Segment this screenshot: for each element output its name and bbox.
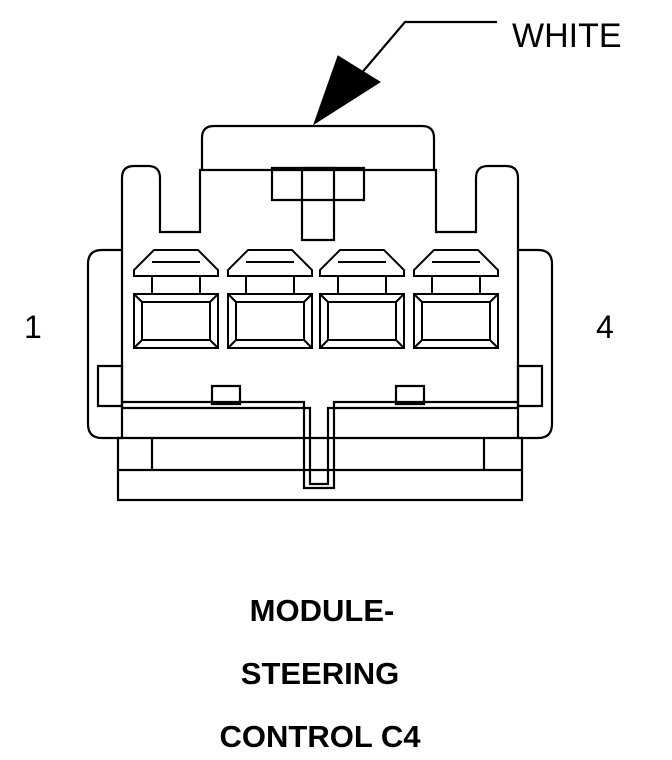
color-callout-leader bbox=[314, 20, 497, 124]
terminal-cavity bbox=[320, 250, 404, 348]
connector-title-line-1: MODULE- bbox=[250, 593, 395, 628]
bottom-rails bbox=[122, 386, 518, 490]
connector-title-line-2: STEERING bbox=[241, 656, 399, 691]
terminal-cavity bbox=[228, 250, 312, 348]
cavity-opening bbox=[422, 302, 490, 340]
cavity-latch bbox=[228, 250, 312, 276]
cavity-latch bbox=[134, 250, 218, 276]
side-locks bbox=[98, 366, 542, 406]
cavity-latch bbox=[414, 250, 498, 276]
pin-number-last: 4 bbox=[596, 309, 614, 345]
pin-number-first: 1 bbox=[24, 309, 42, 345]
connector-title-line-3: CONTROL C4 bbox=[220, 719, 422, 754]
terminal-cavity bbox=[134, 250, 218, 348]
cavity-opening bbox=[236, 302, 304, 340]
cavity-frame bbox=[414, 294, 498, 348]
cavity-frame bbox=[320, 294, 404, 348]
cavity-opening bbox=[142, 302, 210, 340]
cavity-frame bbox=[134, 294, 218, 348]
color-callout-label: WHITE bbox=[512, 17, 622, 55]
cavity-opening bbox=[328, 302, 396, 340]
latch-tab bbox=[272, 168, 364, 240]
cavity-latch bbox=[320, 250, 404, 276]
connector-body bbox=[88, 126, 552, 500]
connector-cavities bbox=[134, 250, 498, 348]
cavity-frame bbox=[228, 294, 312, 348]
terminal-cavity bbox=[414, 250, 498, 348]
